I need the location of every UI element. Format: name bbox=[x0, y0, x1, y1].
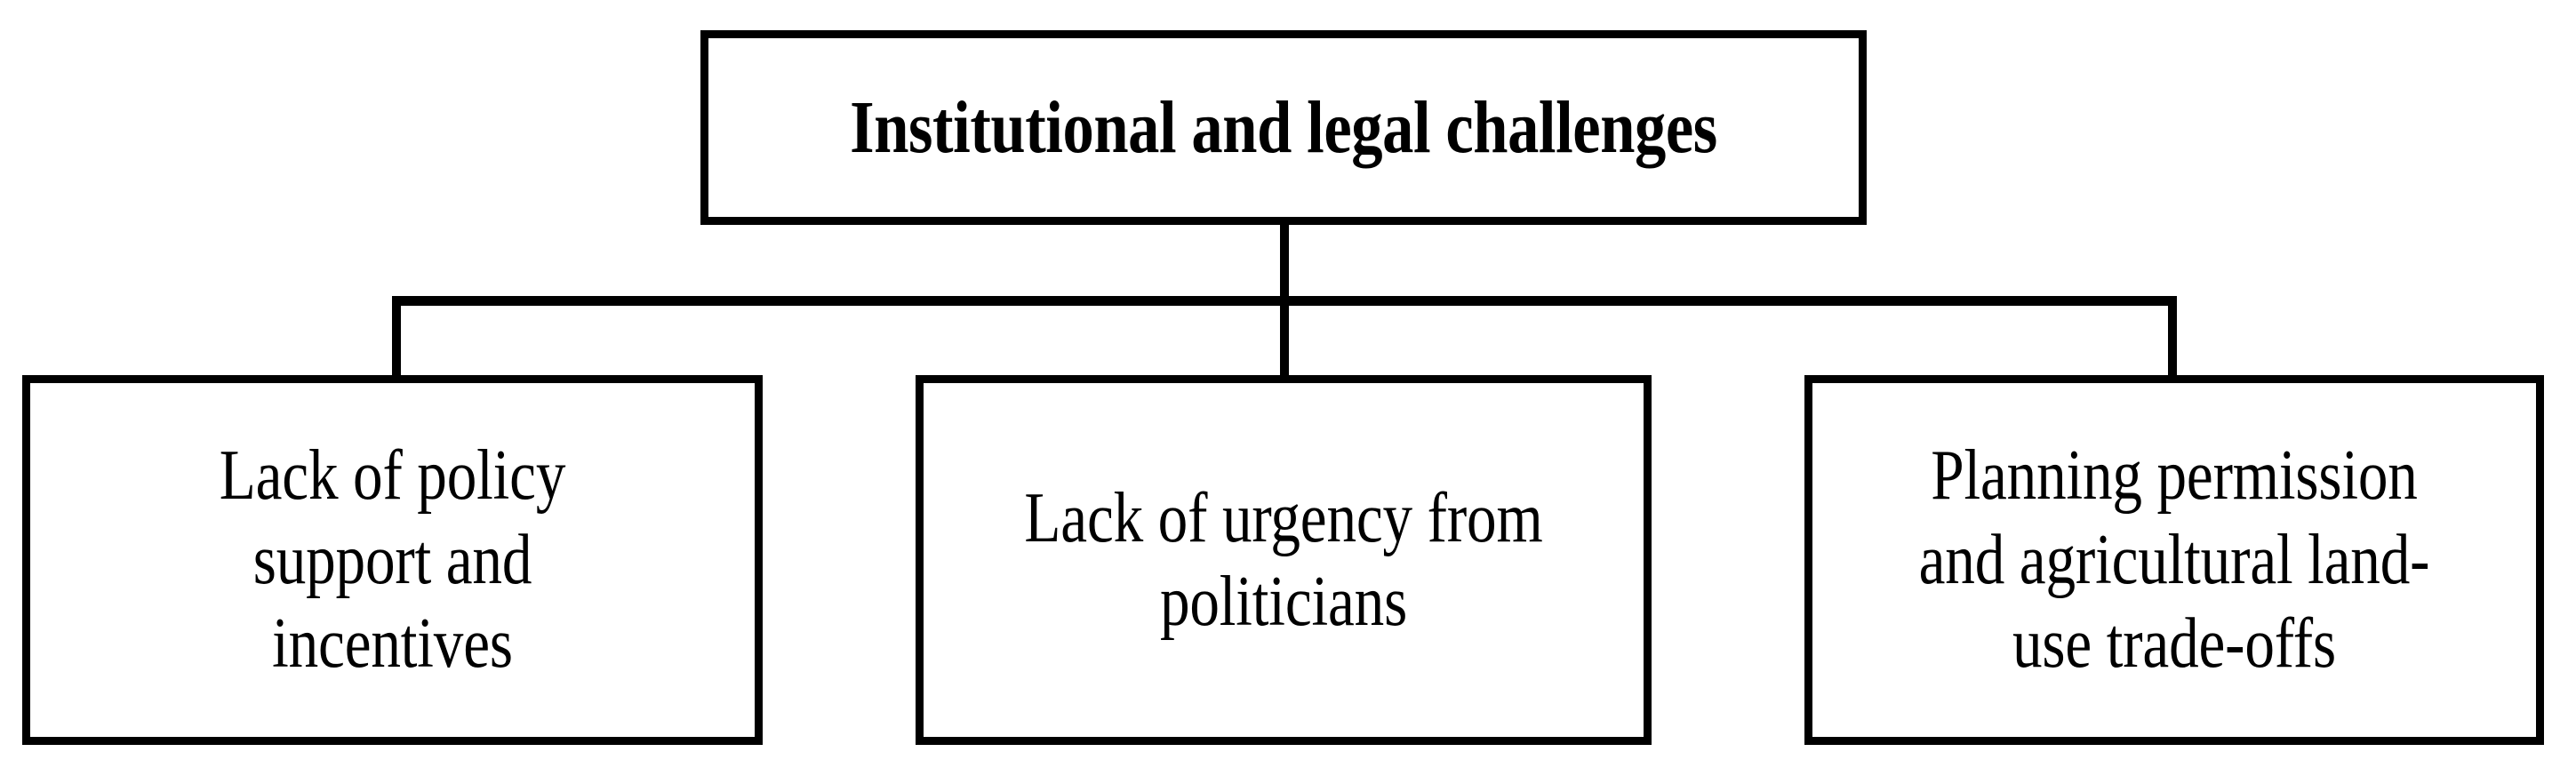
connector-root-stem bbox=[1280, 225, 1289, 298]
node-child-lack-of-policy-support[interactable]: Lack of policy support and incentives bbox=[22, 375, 763, 745]
node-root[interactable]: Institutional and legal challenges bbox=[700, 30, 1867, 225]
node-root-label: Institutional and legal challenges bbox=[850, 85, 1717, 169]
node-child-lack-of-urgency[interactable]: Lack of urgency from politicians bbox=[916, 375, 1652, 745]
connector-drop-child-0 bbox=[392, 296, 401, 378]
node-child-planning-permission[interactable]: Planning permission and agricultural lan… bbox=[1804, 375, 2544, 745]
node-child-1-label: Lack of urgency from politicians bbox=[1024, 478, 1543, 641]
connector-drop-child-1 bbox=[1280, 296, 1289, 378]
node-child-0-label: Lack of policy support and incentives bbox=[219, 436, 566, 684]
node-child-2-label: Planning permission and agricultural lan… bbox=[1918, 436, 2430, 684]
connector-drop-child-2 bbox=[2168, 296, 2177, 378]
